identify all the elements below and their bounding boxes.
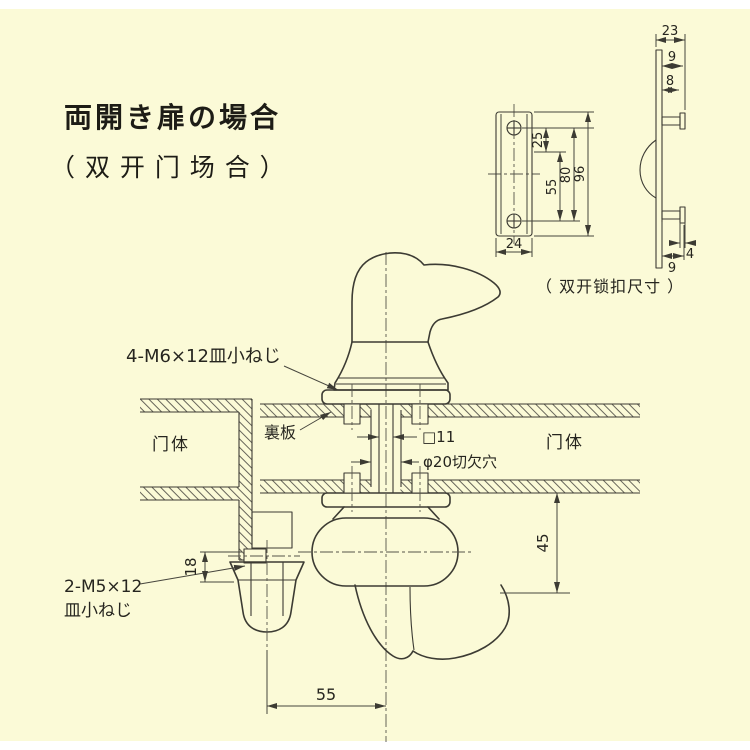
top-margin xyxy=(0,0,750,9)
dimension-side-23: 23 xyxy=(655,24,686,110)
dimension-side-8: 8 xyxy=(662,74,679,93)
top-screws-label: 4-M6×12皿小ねじ xyxy=(126,346,281,367)
bottom-left-screw xyxy=(228,548,300,564)
detail-front-view: 24 25 55 80 96 xyxy=(488,104,594,257)
lower-knob xyxy=(229,540,305,650)
dimension-55: 55 xyxy=(266,650,386,714)
dim-80-label: 80 xyxy=(559,167,574,184)
dim-9-bottom-label: 9 xyxy=(668,261,676,276)
top-mounting-plate xyxy=(321,389,451,405)
bottom-margin xyxy=(0,741,750,750)
page-title-chinese: （ 双 开 门 场 合 ） xyxy=(50,153,286,182)
bottom-screws-label-line2: 皿小ねじ xyxy=(64,601,132,621)
latch-hook-profile xyxy=(639,139,657,199)
dim-55-label: 55 xyxy=(316,685,336,704)
label-top-screws-group: 4-M6×12皿小ねじ xyxy=(126,346,339,391)
cutout-label: φ20切欠穴 xyxy=(423,453,497,471)
top-handle xyxy=(333,252,501,391)
square-spindle-label: □11 xyxy=(422,428,455,446)
dim-25-label: 25 xyxy=(531,132,546,149)
label-back-plate-group: 裏板 xyxy=(264,411,332,442)
bottom-screws-label-line1: 2-M5×12 xyxy=(64,577,142,597)
dim-55-front-label: 55 xyxy=(545,179,560,196)
dimension-side-9-top: 9 xyxy=(662,50,683,69)
bottom-handle xyxy=(298,506,510,660)
dimension-side-4: 4 xyxy=(669,222,696,262)
spacer-block xyxy=(251,511,293,549)
screw-hole-bottom xyxy=(506,213,522,229)
page-title-japanese: 両開き扉の場合 xyxy=(64,101,282,134)
left-door-label: 门体 xyxy=(152,435,190,455)
top-screws xyxy=(343,384,429,430)
dim-4-label: 4 xyxy=(686,247,694,262)
spindle xyxy=(370,404,402,493)
bottom-screws xyxy=(343,466,429,512)
detail-caption: （ 双开锁扣尺寸 ） xyxy=(536,277,684,296)
screw-hole-top xyxy=(506,120,522,136)
dimension-side-9-bottom: 9 xyxy=(661,222,685,276)
detail-side-view: 23 9 8 4 9 xyxy=(639,24,696,276)
dim-24-label: 24 xyxy=(506,237,523,252)
back-plate-label: 裏板 xyxy=(264,423,296,442)
dim-9-top-label: 9 xyxy=(668,50,676,65)
dimension-18: 18 xyxy=(182,551,242,583)
bottom-mounting-plate xyxy=(321,492,451,508)
right-door-label: 门体 xyxy=(546,433,584,453)
label-bottom-screws-group: 2-M5×12 皿小ねじ xyxy=(64,564,246,621)
dim-96-label: 96 xyxy=(573,166,588,183)
dimension-front-24: 24 xyxy=(495,237,533,257)
dimension-front-right-stack: 25 55 80 96 xyxy=(522,111,594,237)
dimension-45: 45 xyxy=(500,493,570,594)
label-cutout-group: φ20切欠穴 xyxy=(351,453,497,471)
dim-45-label: 45 xyxy=(534,533,552,552)
label-square-spindle-group: □11 xyxy=(357,428,455,446)
dim-18-label: 18 xyxy=(182,557,200,576)
dim-8-label: 8 xyxy=(666,74,674,89)
left-door-section xyxy=(140,398,253,561)
dim-23-label: 23 xyxy=(662,24,679,39)
